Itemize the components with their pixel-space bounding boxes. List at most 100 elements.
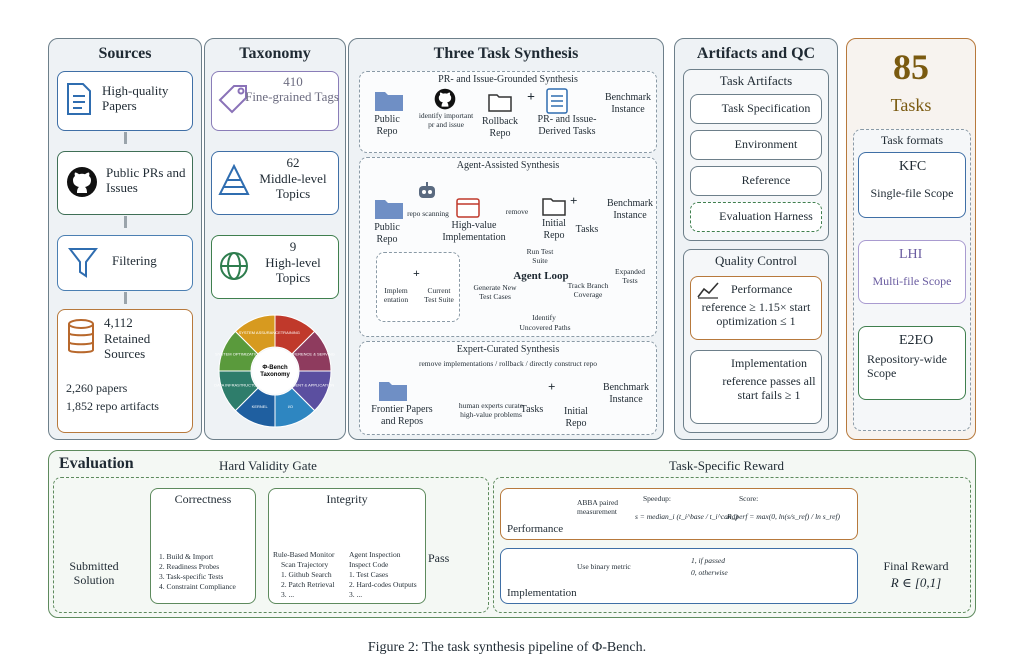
format-kfc: KFC Single-file Scope — [858, 152, 966, 218]
folder-outline-icon — [488, 94, 512, 112]
wheel-center — [252, 348, 298, 394]
plus-sign: + — [548, 379, 556, 394]
reward-score-formula: R_perf = max(0, ln(s/s_ref) / ln s_ref) — [727, 512, 841, 521]
integrity-title: Integrity — [326, 492, 368, 506]
inspect-title: Agent Inspection — [349, 550, 401, 559]
qc-impl-label: Implementation — [731, 356, 807, 370]
reward-abba: ABBA paired measurement — [577, 498, 619, 516]
format-kfc-scope: Single-file Scope — [870, 186, 954, 200]
pr-identify: identify important pr and issue — [418, 111, 474, 129]
agent-high-value: High-value Implementation — [442, 220, 506, 243]
expert-title: Expert-Curated Synthesis — [456, 344, 560, 355]
tasks-panel: 85 Tasks Task formats KFC Single-file Sc… — [846, 38, 976, 440]
agent-current-suite: Current Test Suite — [424, 286, 454, 304]
agent-uncovered: Uncovered Paths — [519, 323, 571, 332]
agent-remove: remove — [505, 207, 529, 216]
qc-impl-rule: reference passes all start fails ≥ 1 — [722, 374, 816, 402]
wheel-center-label: Taxonomy — [260, 372, 290, 378]
pr-synthesis-box: PR- and Issue-Grounded Synthesis Public … — [359, 71, 657, 153]
database-icon — [68, 319, 94, 354]
formats-box: Task formats KFC Single-file Scope LHI M… — [853, 129, 971, 431]
expert-initial-repo: Initial Repo — [564, 406, 588, 429]
final-range: R ∈ [0,1] — [890, 575, 942, 590]
agent-implementation: Implem entation — [383, 286, 409, 304]
tag-icon — [218, 85, 247, 114]
high-count: 9 — [289, 239, 297, 254]
reward-title: Task-Specific Reward — [669, 458, 784, 473]
final-label: Final Reward — [883, 559, 949, 573]
correctness-item: 3. Task-specific Tests — [159, 572, 224, 581]
evaluation-title: Evaluation — [59, 455, 134, 472]
artifact-item: Environment — [690, 130, 822, 160]
inspect-sub: Inspect Code — [349, 560, 389, 569]
expert-tasks: Tasks — [520, 404, 544, 415]
monitor-item: 3. ... — [281, 590, 295, 599]
agent-initial-repo: Initial Repo — [542, 218, 566, 241]
gate-title: Hard Validity Gate — [219, 458, 317, 473]
reward-perf-label: Performance — [507, 523, 564, 535]
prs-box: Public PRs and Issues — [57, 151, 193, 215]
monitor-sub: Scan Trajectory — [281, 560, 329, 569]
task-artifacts-box: Task Artifacts Task Specification Enviro… — [683, 69, 829, 241]
expert-benchmark: Benchmark Instance — [602, 382, 650, 405]
format-e2eo-name: E2EO — [899, 333, 934, 348]
wheel-segment-label: SYSTEM OPTIMIZATION — [215, 352, 261, 357]
repo-count: 1,852 repo artifacts — [66, 399, 159, 413]
robot-icon — [419, 182, 435, 198]
agent-generate: Generate New Test Cases — [473, 283, 517, 301]
reward-impl-formula-1: 1, if passed — [691, 556, 725, 565]
evaluation-panel: Evaluation Hard Validity Gate Submitted … — [48, 450, 976, 618]
folder-icon — [375, 200, 403, 219]
chart-line-icon — [697, 282, 719, 299]
github-icon — [434, 88, 456, 110]
correctness-item: 1. Build & Import — [159, 552, 214, 561]
pr-title: PR- and Issue-Grounded Synthesis — [438, 74, 578, 85]
papers-label: High-quality Papers — [102, 83, 169, 113]
reward-impl-box: Implementation Use binary metric 1, if p… — [500, 548, 858, 604]
correctness-item: 2. Readiness Probes — [159, 562, 220, 571]
artifact-item: Task Specification — [690, 94, 822, 124]
format-lhi-scope: Multi-file Scope — [872, 274, 952, 288]
globe-icon — [220, 252, 248, 280]
prs-label: Public PRs and Issues — [106, 165, 186, 195]
pr-rollback: Rollback Repo — [481, 116, 519, 139]
plus-sign: + — [527, 90, 535, 105]
pass-label: Pass — [428, 551, 450, 565]
inspect-item: 1. Test Cases — [349, 570, 389, 579]
plus-sign: + — [413, 266, 420, 280]
qc-box: Quality Control Performance reference ≥ … — [683, 249, 829, 433]
reward-perf-box: Performance ABBA paired measurement Spee… — [500, 488, 858, 540]
agent-loop: Agent Loop — [513, 270, 569, 282]
wheel-segment-label: KERNEL — [252, 404, 269, 409]
artifacts-panel: Artifacts and QC Task Artifacts Task Spe… — [674, 38, 838, 440]
format-e2eo-scope: Repository-wide Scope — [867, 352, 947, 380]
plus-sign: + — [570, 193, 578, 208]
reward-binary: Use binary metric — [577, 562, 631, 571]
fine-count: 410 — [283, 74, 303, 89]
agent-tasks: Tasks — [575, 224, 599, 235]
format-kfc-name: KFC — [899, 159, 927, 174]
qc-perf-label: Performance — [731, 282, 793, 296]
papers-count: 2,260 papers — [66, 381, 128, 395]
document-icon — [67, 83, 91, 115]
expert-human: human experts curate high-value problems — [458, 401, 524, 419]
correctness-box: Correctness 1. Build & Import 2. Readine… — [150, 488, 256, 604]
artifact-label: Reference — [741, 173, 791, 187]
monitor-item: 2. Patch Retrieval — [281, 580, 335, 589]
task-artifacts-title: Task Artifacts — [719, 73, 793, 88]
wheel-segment-label: DATA INFRASTRUCTURE — [214, 382, 262, 387]
mid-count: 62 — [286, 155, 300, 170]
mid-label: Middle-level Topics — [259, 171, 327, 201]
agent-synthesis-box: Agent-Assisted Synthesis Public Repo rep… — [359, 157, 657, 337]
high-label: High-level Topics — [265, 255, 321, 285]
tasks-count: 85 — [893, 47, 929, 87]
qc-implementation-box: Implementation reference passes all star… — [690, 350, 822, 424]
artifact-item: Evaluation Harness — [690, 202, 822, 232]
pyramid-icon — [218, 164, 250, 195]
wheel-segment-label: TRAINING — [281, 330, 300, 335]
wheel-segment-label: I/O — [288, 404, 293, 409]
filter-icon — [68, 248, 98, 278]
qc-performance-box: Performance reference ≥ 1.15× start opti… — [690, 276, 822, 340]
agent-title: Agent-Assisted Synthesis — [456, 160, 560, 171]
